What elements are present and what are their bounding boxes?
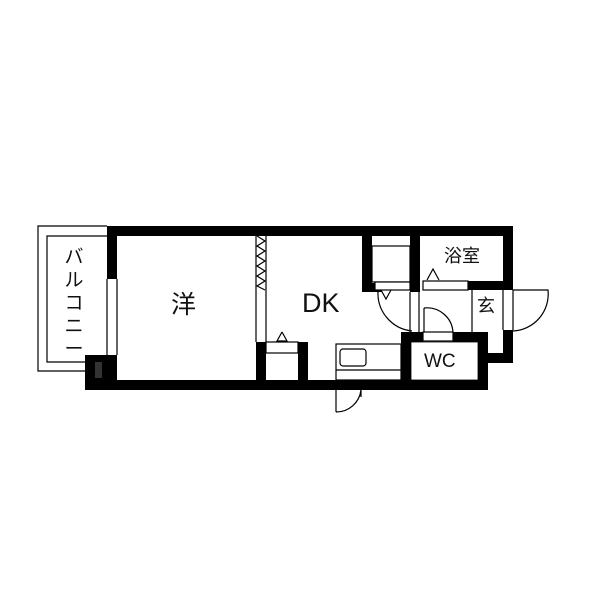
door-swings	[335, 289, 549, 413]
dining-kitchen-label: DK	[302, 288, 340, 318]
western-room-label: 洋	[171, 290, 197, 319]
bath-door	[422, 267, 469, 291]
walls	[85, 226, 513, 390]
washer-space	[371, 245, 411, 301]
entrance-label: 玄	[477, 296, 495, 317]
bathroom-label: 浴室	[444, 246, 480, 267]
window-western-room	[106, 279, 118, 355]
dk-closet	[265, 331, 299, 354]
balcony	[37, 225, 107, 372]
wc-interior	[410, 341, 479, 381]
balcony-label: バルコニー	[64, 246, 84, 360]
closet-folding-door	[255, 235, 267, 342]
kitchen-counter	[335, 343, 402, 381]
toilet-label: WC	[424, 351, 456, 372]
pillar-mark	[95, 362, 102, 378]
